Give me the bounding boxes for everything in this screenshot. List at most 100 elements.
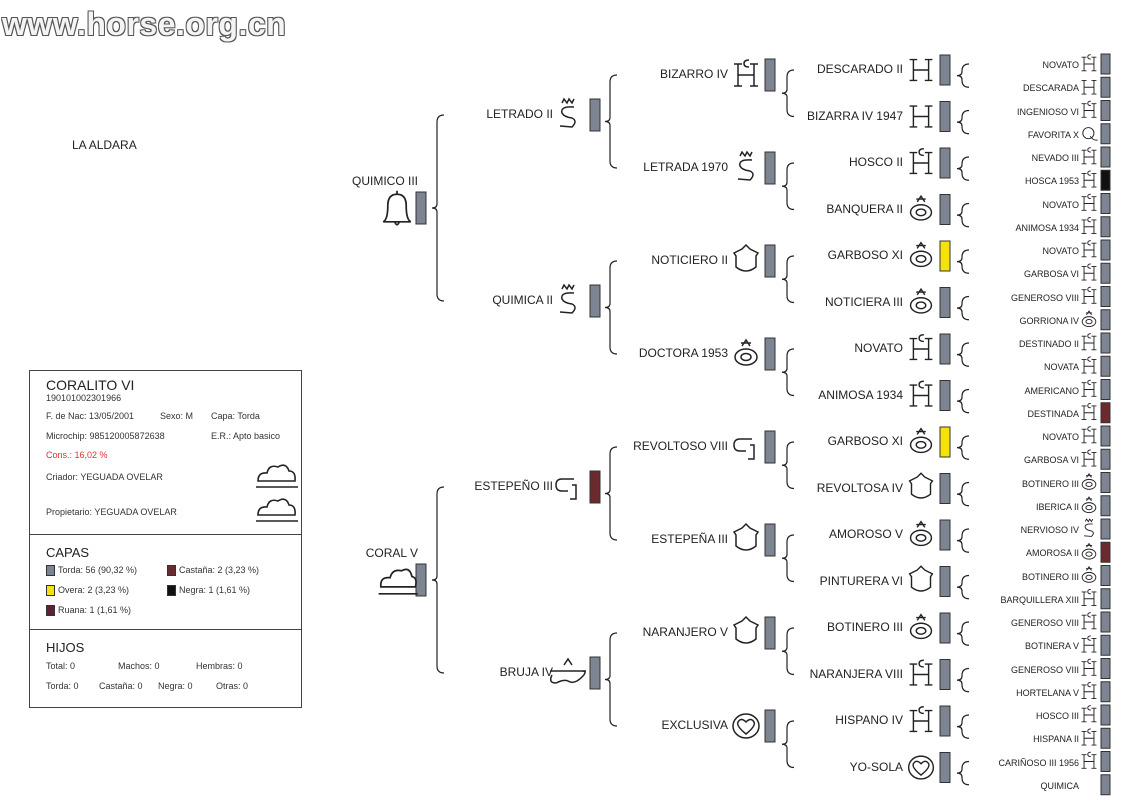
- gen1-color-swatch: [415, 191, 427, 225]
- gen5-horse-name: NOVATO: [1042, 246, 1079, 256]
- gen5-color-swatch: [1100, 588, 1111, 610]
- horse-card: CORALITO VI 190101002301966 F. de Nac: 1…: [29, 370, 302, 708]
- crowned-s-icon: [737, 150, 754, 181]
- gen5-horse-name: DESCARADA: [1022, 83, 1079, 94]
- gen3-color-swatch: [764, 430, 776, 464]
- h-c-icon: [909, 659, 933, 686]
- shield-icon: [908, 565, 934, 592]
- capa-torda: Torda: 56 (90,32 %): [58, 565, 138, 575]
- gen5-color-swatch: [1100, 448, 1111, 470]
- crowned-oval-icon: [1081, 496, 1097, 514]
- gen4-horse-name: GARBOSO XI: [827, 434, 903, 448]
- crowned-oval-icon: [1081, 310, 1097, 328]
- gen3-color-swatch: [764, 58, 776, 92]
- gen4-color-swatch: [939, 54, 951, 86]
- gen4-color-swatch: [939, 752, 951, 783]
- gen5-horse-name: DESTINADA: [1027, 408, 1079, 419]
- h-c-icon: [1081, 170, 1097, 188]
- horse-name: CORALITO VI: [46, 377, 135, 393]
- h-c-icon: [1081, 588, 1097, 607]
- gen4-color-swatch: [939, 147, 951, 179]
- gen4-parent-bracket: [956, 528, 970, 553]
- q-icon: [1082, 127, 1098, 141]
- gen5-color-swatch: [1100, 658, 1111, 679]
- gen4-horse-name: BANQUERA II: [826, 201, 903, 216]
- gen4-parent-bracket: [956, 621, 970, 646]
- hijos-negra: Negra: 0: [158, 681, 193, 691]
- capa-overa: Overa: 2 (3,23 %): [58, 585, 130, 595]
- gen4-parent-bracket: [956, 574, 970, 600]
- crowned-oval-icon: [1081, 565, 1097, 583]
- crowned-s-icon: [559, 283, 576, 314]
- gen5-color-swatch: [1100, 53, 1111, 75]
- gen3-color-swatch: [764, 151, 776, 185]
- gen3-parent-bracket: [781, 627, 795, 676]
- h-c-icon: [1081, 612, 1097, 630]
- gen5-horse-name: GARBOSA VI: [1023, 455, 1079, 466]
- gen5-color-swatch: [1100, 332, 1111, 354]
- h-c-icon: [909, 380, 933, 407]
- crowned-oval-icon: [909, 241, 933, 268]
- gen4-horse-name: DESCARADO II: [816, 62, 903, 76]
- gen3-color-swatch: [764, 616, 776, 650]
- gen4-parent-bracket: [956, 249, 970, 274]
- gen5-horse-name: HOSCA 1953: [1024, 176, 1079, 187]
- birth-date: F. de Nac: 13/05/2001: [46, 411, 135, 421]
- gen3-parent-bracket: [781, 534, 795, 583]
- gen5-horse-name: DESTINADO II: [1018, 339, 1079, 349]
- h-c-icon: [909, 706, 933, 733]
- cloud-brand-icon: [256, 498, 298, 522]
- gen3-color-swatch: [764, 523, 776, 557]
- gen5-horse-name: FAVORITA X: [1027, 129, 1079, 140]
- gen4-parent-bracket: [956, 295, 970, 321]
- gen4-parent-bracket: [956, 202, 970, 228]
- gen3-parent-bracket: [781, 69, 795, 118]
- gen5-color-swatch: [1100, 355, 1111, 377]
- gen5-horse-name: AMERICANO: [1024, 385, 1079, 396]
- gen5-horse-name: BOTINERA V: [1024, 641, 1079, 652]
- horse-id: 190101002301966: [46, 393, 122, 403]
- gen5-horse-name: NOVATA: [1043, 362, 1079, 373]
- gen5-horse-name: ANIMOSA 1934: [1015, 222, 1079, 233]
- gen3-color-swatch: [764, 337, 776, 371]
- gen3-parent-bracket: [781, 255, 795, 304]
- gen5-color-swatch: [1100, 402, 1111, 424]
- h-c-icon: [1081, 728, 1097, 746]
- gen3-horse-name: NARANJERO V: [642, 625, 728, 639]
- h-c-icon: [734, 59, 758, 87]
- gen4-color-swatch: [939, 287, 951, 318]
- gen4-horse-name: GARBOSO XI: [827, 248, 903, 262]
- breeder: Criador: YEGUADA OVELAR: [46, 472, 163, 482]
- gen2-parent-bracket: [604, 446, 618, 541]
- gen2-color-swatch: [589, 656, 601, 690]
- gen5-horse-name: HOSCO III: [1035, 711, 1079, 721]
- gen5-color-swatch: [1100, 193, 1111, 214]
- gen5-color-swatch: [1100, 611, 1111, 633]
- gen4-parent-bracket: [956, 714, 970, 739]
- crowned-s-icon: [1084, 518, 1094, 537]
- gen3-parent-bracket: [781, 162, 795, 211]
- gen5-horse-name: BOTINERO III: [1021, 571, 1079, 582]
- h-icon: [909, 58, 933, 82]
- hijos-section: HIJOS Total: 0 Machos: 0 Hembras: 0 Tord…: [30, 629, 301, 708]
- gen5-color-swatch: [1100, 634, 1111, 656]
- owner: Propietario: YEGUADA OVELAR: [46, 507, 177, 517]
- sex: Sexo: M: [160, 411, 194, 421]
- gen4-color-swatch: [939, 659, 951, 690]
- gen4-parent-bracket: [956, 156, 970, 181]
- crowned-oval-icon: [734, 338, 758, 366]
- h-c-icon: [1081, 193, 1097, 211]
- gen5-color-swatch: [1100, 262, 1111, 284]
- gen5-horse-name: GARBOSA VI: [1023, 269, 1079, 280]
- gen4-color-swatch: [939, 240, 951, 272]
- gen2-color-swatch: [589, 98, 601, 132]
- gen5-horse-name: NOVATO: [1042, 60, 1079, 70]
- gen2-horse-name: LETRADO II: [486, 107, 553, 121]
- gen5-color-swatch: [1100, 286, 1111, 307]
- h-c-icon: [1081, 635, 1097, 653]
- gen2-parent-bracket: [604, 260, 618, 355]
- gen5-horse-name: HORTELANA V: [1016, 687, 1079, 698]
- gen5-horse-name: GENEROSO VIII: [1010, 292, 1079, 303]
- hijos-total: Total: 0: [46, 661, 76, 671]
